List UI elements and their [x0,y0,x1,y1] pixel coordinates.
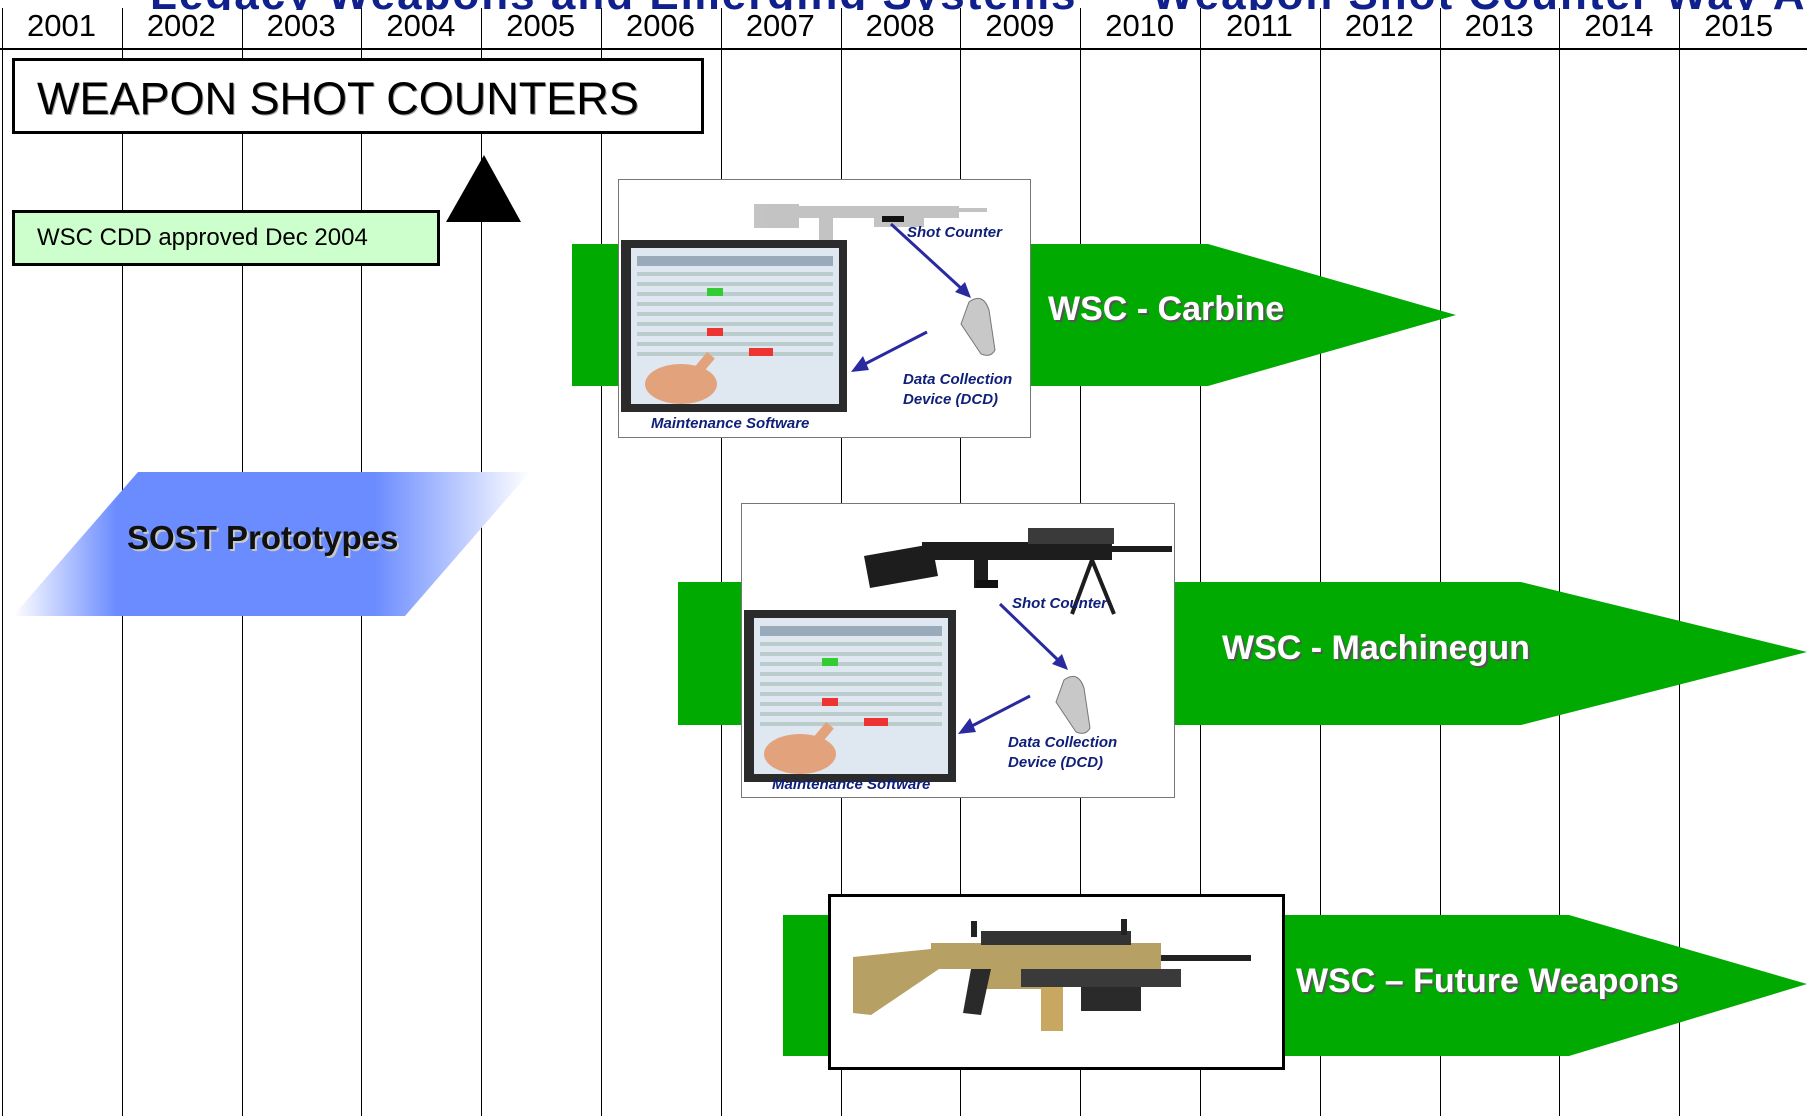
year-label-2009: 2009 [985,8,1055,43]
hand-icon [645,364,717,404]
carbine-image-panel: Shot Counter Data Collection Device (DCD… [618,179,1031,438]
cdd-approved-box: WSC CDD approved Dec 2004 [12,210,440,266]
year-label-2001: 2001 [27,8,96,43]
gridline-2001 [2,8,3,1116]
machinegun-image-panel: Shot Counter Data Collection Device (DCD… [741,503,1175,798]
future-rifle-icon [853,919,1251,1031]
arrow-to-software [860,330,928,368]
mg-dcd-label-2: Device (DCD) [1008,754,1104,771]
dcd-device-icon [1055,675,1091,734]
year-label-2015: 2015 [1704,8,1774,43]
year-label-2006: 2006 [626,8,695,43]
machinegun-illustration [744,528,1172,782]
gridline-2012 [1320,8,1321,1116]
carbine-software-label: Maintenance Software [651,415,810,432]
program-label-2: WSC - Machinegun [1222,629,1530,667]
mg-software-label: Maintenance Software [772,776,931,793]
program-label-1: WSC - Carbine [1048,290,1285,328]
weapon-shot-counters-box: WEAPON SHOT COUNTERS [12,58,704,134]
gridline-2014 [1559,8,1560,1116]
dcd-device-icon [960,297,996,356]
mg-dcd-label-1: Data Collection [1008,734,1118,751]
arrow-to-software [967,694,1031,730]
year-label-2014: 2014 [1584,8,1654,43]
carbine-dcd-label-1: Data Collection [903,371,1013,388]
arrow-to-dcd [998,602,1062,664]
year-label-2010: 2010 [1105,8,1175,43]
year-label-2013: 2013 [1464,8,1534,43]
year-label-2005: 2005 [506,8,576,43]
shot-counter-icon [976,580,998,588]
year-label-2008: 2008 [865,8,935,43]
carbine-shot-counter-label: Shot Counter [907,224,1002,241]
carbine-rifle-icon [754,204,987,240]
arrow-to-dcd [889,222,965,292]
gridline-2011 [1200,8,1201,1116]
year-label-2011: 2011 [1226,8,1293,43]
gridline-2013 [1440,8,1441,1116]
hand-icon [764,734,836,774]
year-label-2007: 2007 [745,8,815,43]
year-label-2003: 2003 [266,8,336,43]
year-label-2012: 2012 [1344,8,1414,43]
gridline-2007 [721,8,722,1116]
sost-prototypes-shape [13,472,530,616]
milestone-triangle [446,155,521,222]
gridline-2006 [601,8,602,1116]
year-label-2004: 2004 [386,8,456,43]
year-label-2002: 2002 [146,8,216,43]
gridline-2005 [481,8,482,1116]
carbine-illustration [621,204,996,412]
year-header-row [0,8,1807,50]
sost-prototypes-label: SOST Prototypes [127,519,399,556]
mg-shot-counter-label: Shot Counter [1012,595,1107,612]
shot-counter-icon [882,216,904,222]
future-weapon-image-panel [828,894,1285,1070]
gridline-2015 [1679,8,1680,1116]
slide-title-text: Legacy Weapons and Emerging Systems — We… [150,0,1807,10]
carbine-dcd-label-2: Device (DCD) [903,391,999,408]
program-label-3: WSC – Future Weapons [1296,962,1679,1000]
slide-title-cropped: Legacy Weapons and Emerging Systems — We… [0,0,1807,10]
